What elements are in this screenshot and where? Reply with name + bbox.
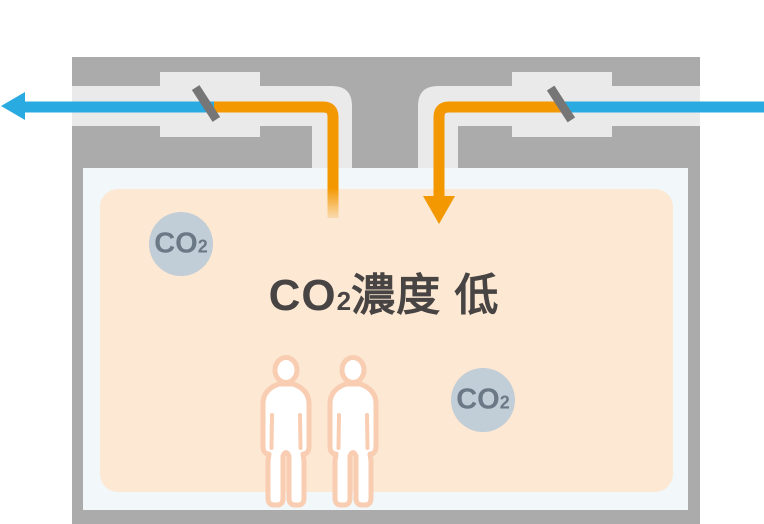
co2-bubble <box>149 212 213 276</box>
exhaust-damper-icon <box>191 85 221 122</box>
co2-bubble-label: CO2 <box>154 227 208 260</box>
supply-flow <box>423 101 764 224</box>
co2-level-label: CO2濃度 低 <box>268 271 500 320</box>
exhaust-out-arrow-icon <box>1 92 25 120</box>
supply-warm-air-line <box>433 101 562 198</box>
supply-down-arrow-icon <box>423 196 455 224</box>
room-interior <box>100 189 673 492</box>
exhaust-warm-air-line <box>210 101 339 218</box>
exhaust-flow <box>1 92 339 218</box>
co2-bubble-label: CO2 <box>456 383 510 416</box>
supply-damper-icon <box>546 85 576 123</box>
co2-bubble <box>451 368 515 432</box>
